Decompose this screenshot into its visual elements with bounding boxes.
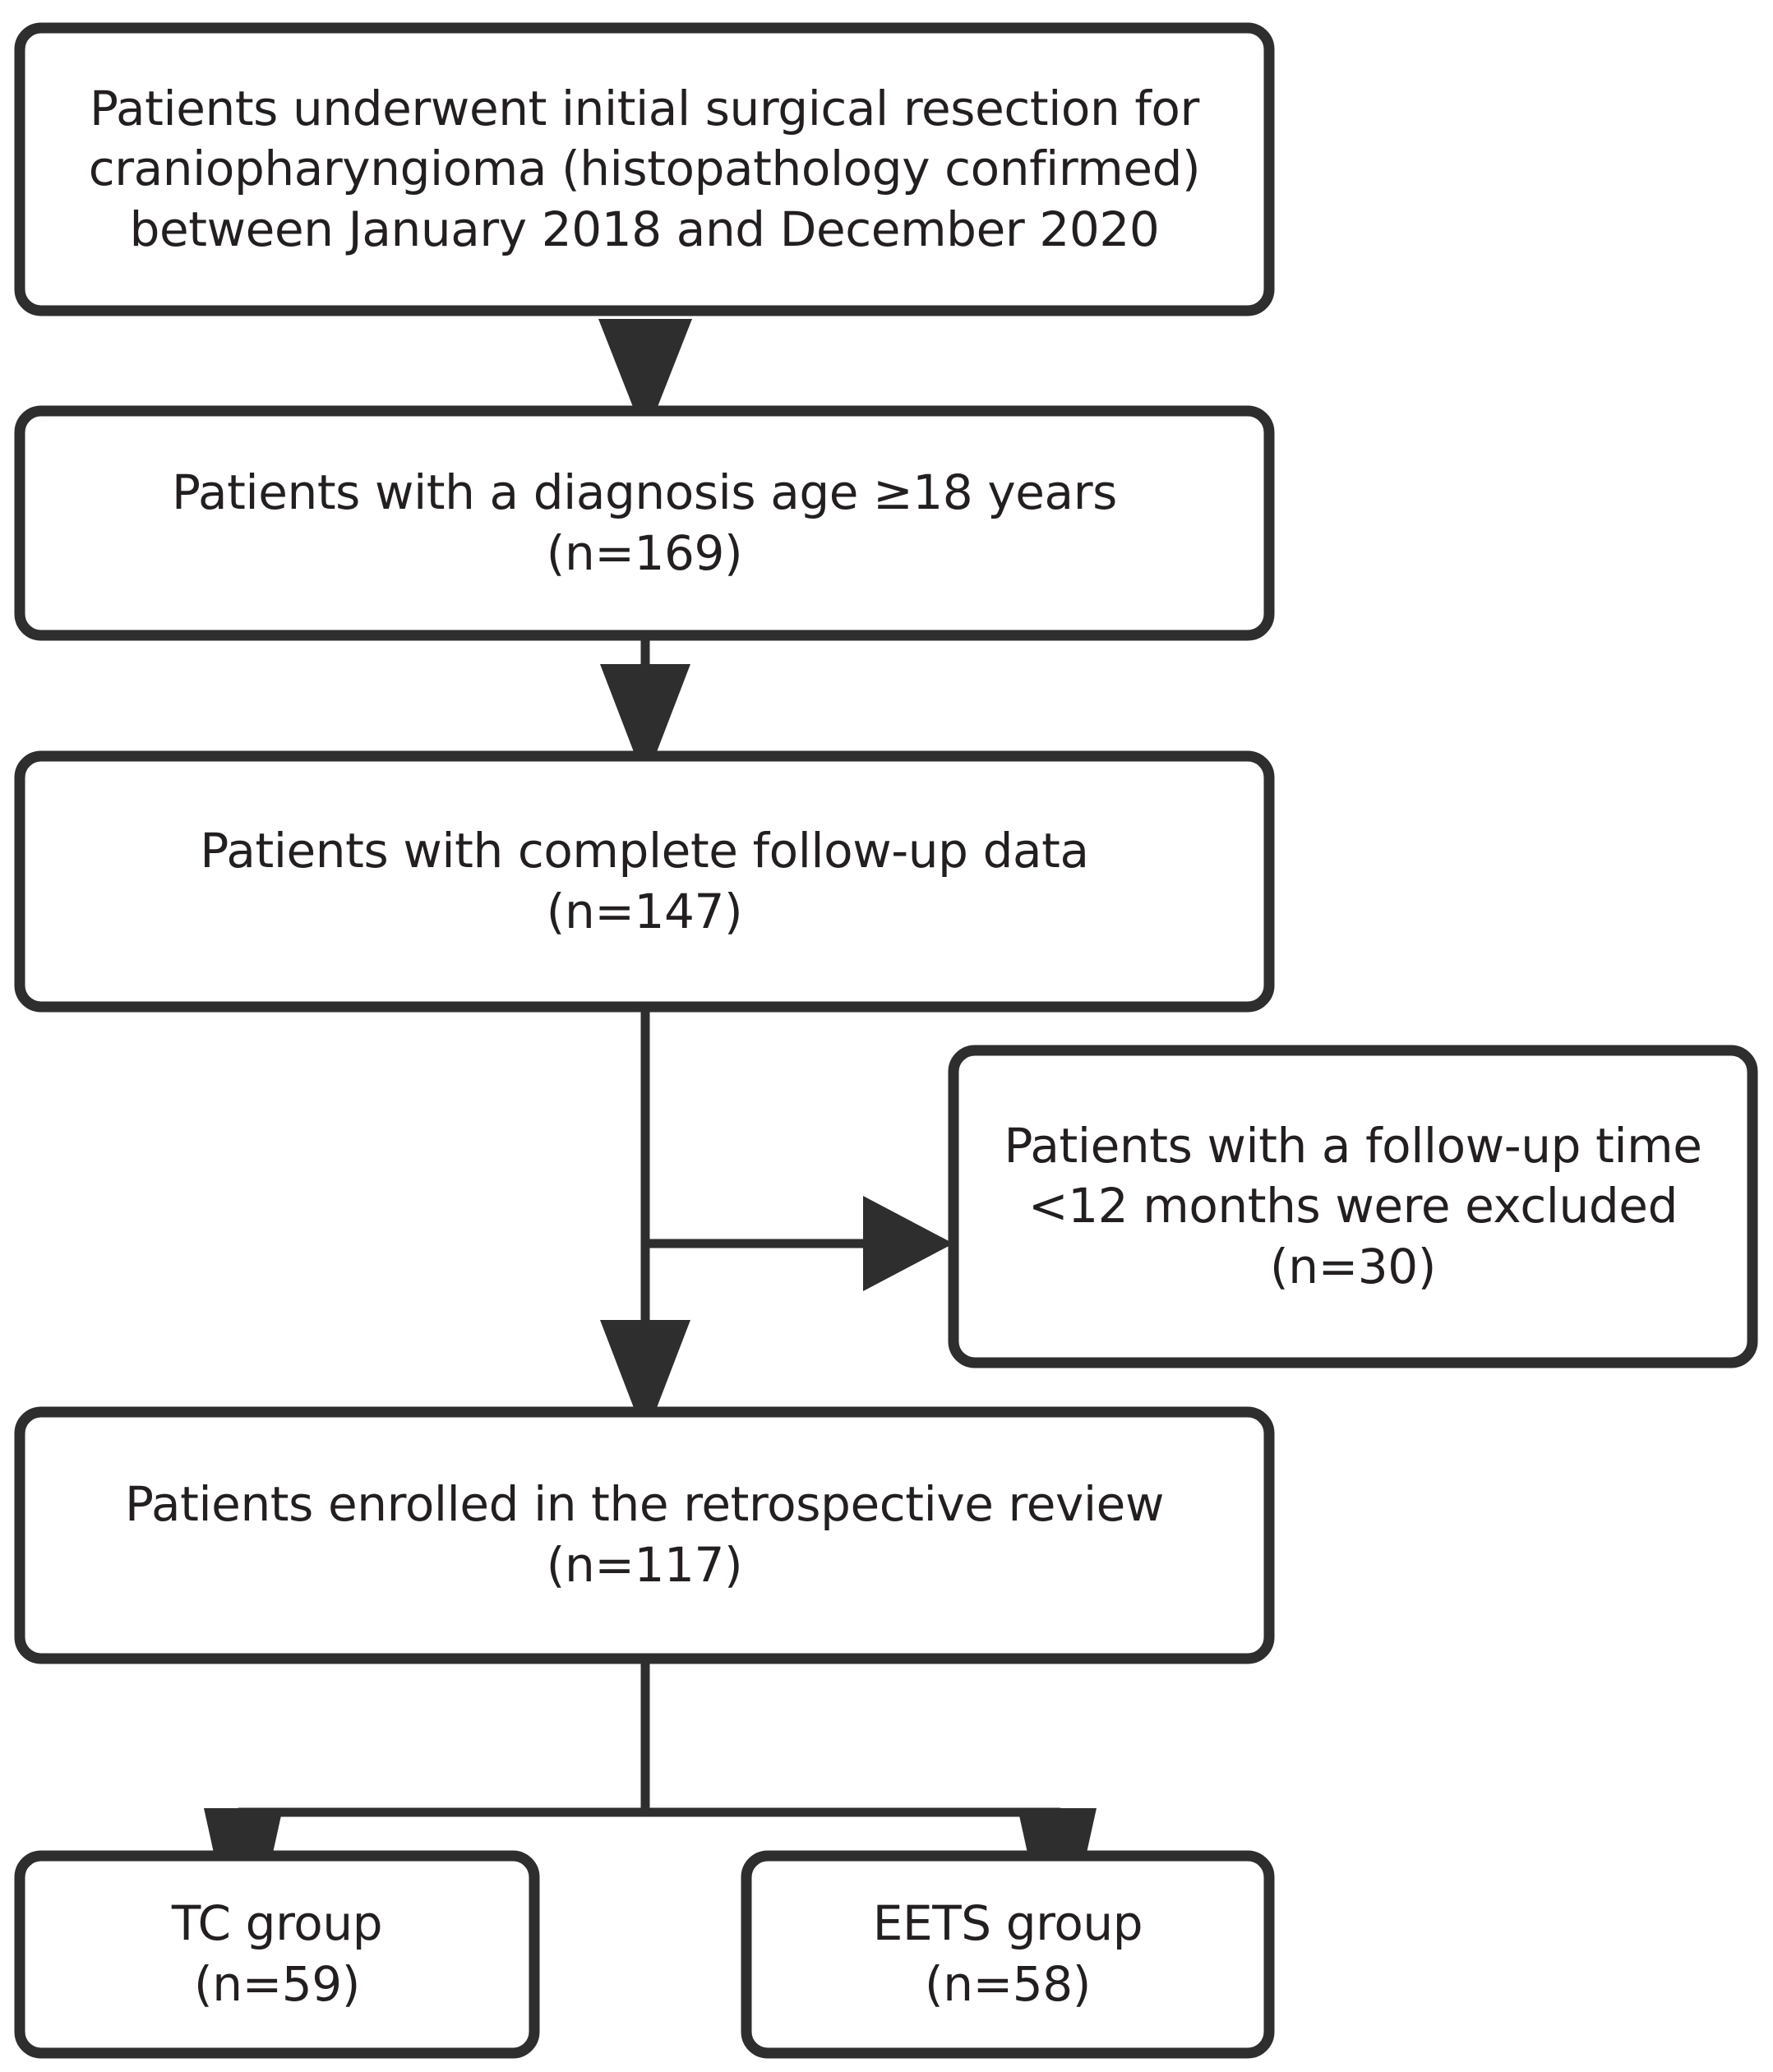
- node-box-eets-group: [741, 1850, 1275, 2059]
- node-box-enrolled: [14, 1406, 1275, 1664]
- arrow-initial-to-age-head: [598, 319, 692, 411]
- node-box-excluded-short-followup: [948, 1045, 1758, 1368]
- arrow-followup-to-enrolled-head: [600, 1320, 690, 1412]
- arrow-followup-to-excluded-head: [863, 1196, 953, 1291]
- arrow-age-to-followup-head: [600, 664, 690, 756]
- node-box-initial-cohort: [14, 22, 1275, 316]
- node-box-tc-group: [14, 1850, 540, 2059]
- node-box-followup-complete: [14, 750, 1275, 1013]
- node-box-age-filter: [14, 405, 1275, 641]
